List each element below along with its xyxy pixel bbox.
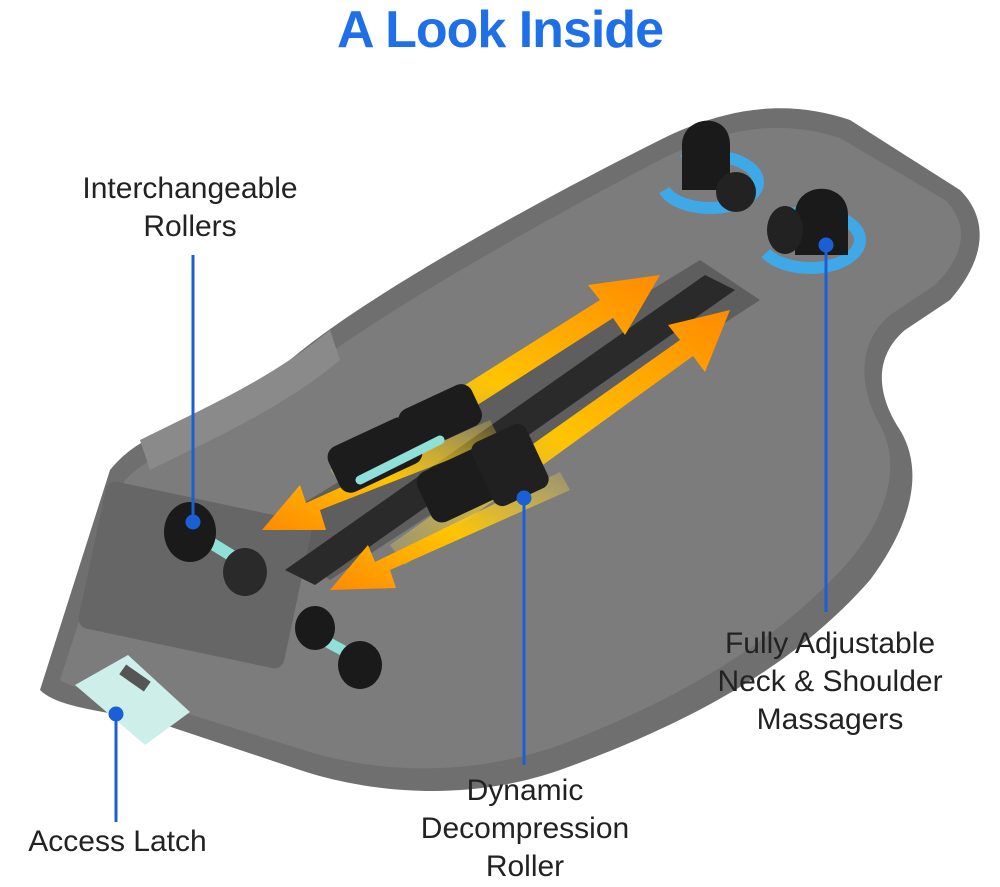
label-access-latch: Access Latch bbox=[28, 825, 207, 858]
decompression-roller bbox=[327, 384, 549, 523]
massager-1 bbox=[656, 120, 764, 214]
label-interchangeable-rollers: Interchangeable Rollers bbox=[82, 172, 298, 243]
massager-2 bbox=[754, 188, 866, 274]
label-massagers: Fully Adjustable Neck & Shoulder Massage… bbox=[717, 627, 943, 736]
page-title: A Look Inside bbox=[337, 1, 664, 59]
label-decompression-roller: Dynamic Decompression Roller bbox=[420, 774, 630, 883]
left-compartment bbox=[78, 481, 312, 669]
access-latch bbox=[75, 655, 190, 745]
spare-roller-2 bbox=[295, 606, 382, 689]
spare-roller-1 bbox=[164, 502, 267, 596]
raised-bed bbox=[140, 330, 340, 470]
callout-lines bbox=[108, 237, 834, 822]
